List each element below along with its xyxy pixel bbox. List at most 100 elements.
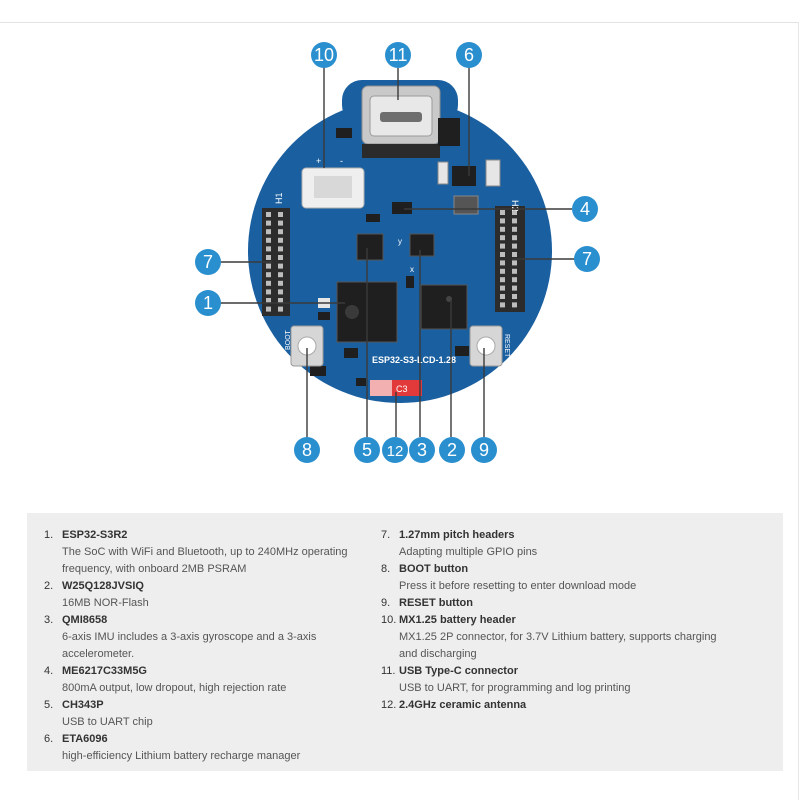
svg-text:9: 9 <box>479 440 489 460</box>
header-pin <box>512 268 517 274</box>
legend-item-number: 10. <box>381 614 397 626</box>
header-pin <box>512 210 517 215</box>
axis-x-silk: x <box>410 265 414 274</box>
header-pin <box>512 294 517 299</box>
header-pin <box>512 243 517 249</box>
h2-silk: H2 <box>510 200 520 212</box>
legend-item: 9.RESET button <box>381 595 771 612</box>
callout-12: 12 <box>382 437 408 463</box>
header-pin <box>512 277 517 283</box>
header-pin <box>500 218 505 224</box>
callout-11: 11 <box>385 42 411 68</box>
callout-badges: 10 11 6 4 7 7 1 8 5 12 3 2 9 <box>195 42 600 463</box>
h1-silk: H1 <box>274 192 284 204</box>
callout-1: 1 <box>195 290 221 316</box>
callout-8: 8 <box>294 437 320 463</box>
callout-10: 10 <box>311 42 337 68</box>
header-pin <box>266 272 271 278</box>
callout-2: 2 <box>439 437 465 463</box>
board-label: ESP32-S3-LCD-1.28 <box>372 355 456 365</box>
header-pin <box>278 280 283 286</box>
board-diagram: + - H1 H2 y x <box>195 42 600 463</box>
imu-chip: y x <box>398 233 435 274</box>
header-pin <box>512 226 517 232</box>
svg-text:8: 8 <box>302 440 312 460</box>
legend-item: 12.2.4GHz ceramic antenna <box>381 697 771 714</box>
header-pin <box>512 235 517 241</box>
header-pin <box>500 277 505 283</box>
header-pin <box>500 243 505 249</box>
legend-item-title: QMI8658 <box>62 614 108 626</box>
ch343p-chip <box>356 233 384 261</box>
battery-connector: + - <box>301 156 365 209</box>
callout-9: 9 <box>471 437 497 463</box>
svg-text:7: 7 <box>203 252 213 272</box>
legend-item-title: BOOT button <box>399 563 469 575</box>
svg-text:6: 6 <box>464 45 474 65</box>
header-pin <box>500 235 505 241</box>
legend-item-description: 16MB NOR-Flash <box>62 597 149 609</box>
legend-item-number: 8. <box>381 563 391 575</box>
header-pin <box>266 263 271 269</box>
svg-text:4: 4 <box>580 199 590 219</box>
legend-item-title: MX1.25 battery header <box>399 614 516 626</box>
svg-text:11: 11 <box>389 45 408 65</box>
legend-item-description: USB to UART, for programming and log pri… <box>399 682 631 694</box>
legend-item-title: ME6217C33M5G <box>62 665 147 677</box>
header-pin <box>512 302 517 308</box>
header-pin <box>266 246 271 252</box>
header-pin <box>500 226 505 232</box>
legend-item-number: 11. <box>381 665 396 677</box>
callout-7-right: 7 <box>574 246 600 272</box>
header-pin <box>512 218 517 224</box>
legend-item-number: 4. <box>44 665 54 677</box>
header-pin <box>512 252 517 257</box>
legend-item-description: frequency, with onboard 2MB PSRAM <box>62 563 247 575</box>
legend-item-title: 2.4GHz ceramic antenna <box>399 699 527 711</box>
header-pin <box>278 263 283 269</box>
header-pin <box>278 212 283 217</box>
callout-5: 5 <box>354 437 380 463</box>
legend-item-title: USB Type-C connector <box>399 665 518 677</box>
legend-item-number: 6. <box>44 733 54 745</box>
header-pin <box>278 229 283 235</box>
legend-item-description: and discharging <box>399 648 477 660</box>
header-pin <box>266 255 271 260</box>
svg-text:1: 1 <box>203 293 213 313</box>
header-h2: H2 <box>495 200 525 312</box>
legend-item-number: 12. <box>381 699 397 711</box>
svg-text:10: 10 <box>314 45 334 65</box>
header-pin <box>266 229 271 235</box>
legend-item-description: 800mA output, low dropout, high rejectio… <box>62 682 287 694</box>
header-pin <box>266 237 271 243</box>
header-pin <box>500 252 505 257</box>
boot-button: BOOT <box>285 325 324 367</box>
legend-item-number: 9. <box>381 597 391 609</box>
header-h1: H1 <box>262 192 290 316</box>
legend-item-description: MX1.25 2P connector, for 3.7V Lithium ba… <box>399 631 717 643</box>
header-pin <box>278 246 283 252</box>
callout-4: 4 <box>572 196 598 222</box>
header-pin <box>278 255 283 260</box>
svg-text:2: 2 <box>447 440 457 460</box>
header-pin <box>278 298 283 303</box>
axis-y-silk: y <box>398 237 402 246</box>
legend-item-number: 7. <box>381 529 391 541</box>
legend-item-description: The SoC with WiFi and Bluetooth, up to 2… <box>62 546 348 558</box>
legend-item-title: CH343P <box>62 699 104 711</box>
legend-item-number: 3. <box>44 614 54 626</box>
reset-silk: RESET <box>503 334 510 358</box>
header-pin <box>500 260 505 266</box>
legend-item-description: accelerometer. <box>62 648 135 660</box>
header-pin <box>278 237 283 243</box>
